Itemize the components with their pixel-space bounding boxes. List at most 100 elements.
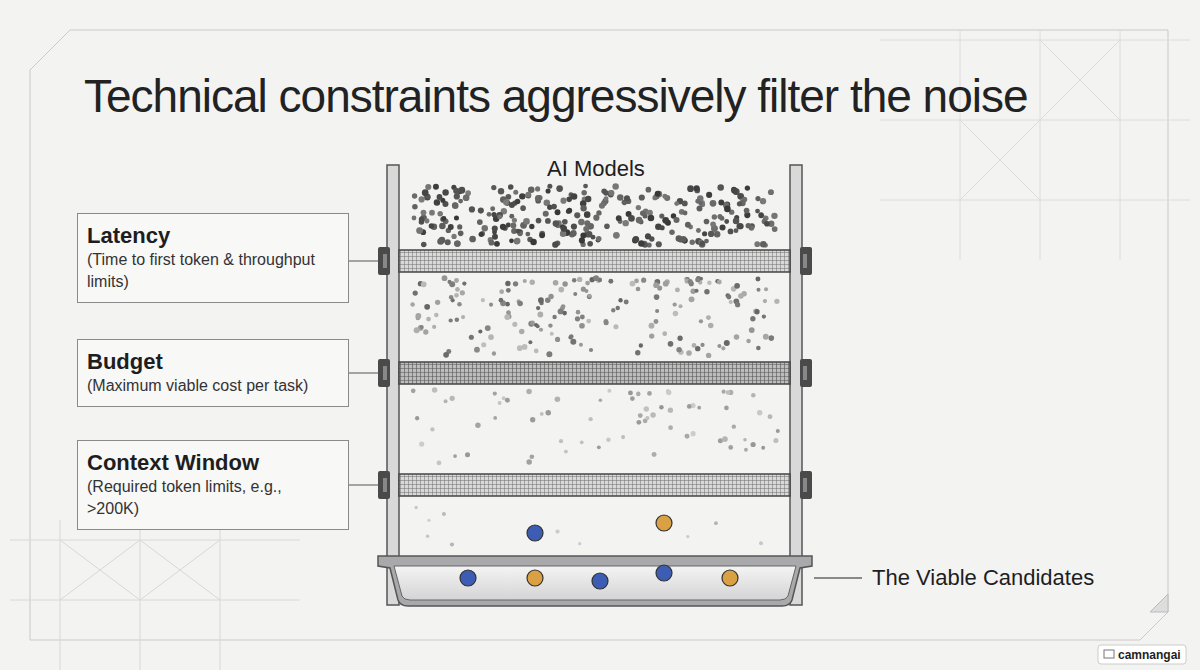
model-dot [481, 342, 486, 347]
candidate-dot [722, 570, 738, 586]
model-dot [674, 201, 679, 206]
model-dot [485, 325, 491, 331]
model-dot [523, 218, 530, 225]
model-dot [724, 340, 730, 346]
model-dot [585, 196, 591, 202]
model-dot [509, 238, 514, 243]
model-dot [708, 323, 714, 329]
model-dot [574, 212, 580, 218]
model-dot [762, 314, 766, 318]
model-dot [433, 184, 439, 190]
model-dot [494, 241, 500, 247]
model-dot [411, 388, 416, 393]
model-dot [462, 281, 466, 285]
model-dot [455, 287, 460, 292]
model-dot [706, 192, 712, 198]
model-dot [728, 229, 734, 235]
model-dot [697, 406, 701, 410]
model-dot [721, 346, 725, 350]
model-dot [412, 204, 418, 210]
model-dot [706, 353, 711, 358]
model-dot [687, 404, 692, 409]
model-dot [441, 216, 446, 221]
model-dot [621, 435, 625, 439]
model-dot [738, 223, 744, 229]
model-dot [498, 188, 504, 194]
model-dot [717, 280, 722, 285]
model-dot [460, 290, 465, 295]
model-dot [497, 215, 502, 220]
model-dot [724, 219, 729, 224]
model-dot [649, 333, 654, 338]
model-dot [690, 239, 695, 244]
model-dot [707, 280, 712, 285]
model-dot [638, 413, 643, 418]
model-dot [515, 199, 521, 205]
model-dot [442, 512, 446, 516]
watermark-icon [1104, 650, 1114, 658]
model-dot [569, 334, 573, 338]
model-dot [612, 183, 618, 189]
filter-bar [378, 247, 812, 275]
model-dot [506, 194, 512, 200]
model-dot [571, 193, 578, 200]
model-dot [451, 234, 456, 239]
model-dot [768, 414, 773, 419]
model-dot [646, 187, 652, 193]
model-dot [564, 450, 568, 454]
model-dot [424, 218, 429, 223]
model-dot [597, 445, 601, 449]
model-dot [556, 185, 563, 192]
model-dot [432, 325, 436, 329]
model-dot [668, 341, 674, 347]
model-dot [647, 210, 653, 216]
model-dot [576, 310, 581, 315]
model-dot [640, 211, 645, 216]
model-dot [650, 412, 655, 417]
model-dot [474, 347, 480, 353]
model-dot [575, 316, 580, 321]
model-dot [490, 206, 495, 211]
model-dot [552, 315, 556, 319]
model-dot [452, 203, 458, 209]
filter-bar [378, 359, 812, 387]
model-dot [722, 390, 726, 394]
model-dot [583, 226, 589, 232]
model-dot [695, 289, 699, 293]
model-dot [745, 185, 750, 190]
model-dot [757, 410, 762, 415]
model-dot [539, 232, 545, 238]
model-dot [578, 219, 585, 226]
model-dot [751, 442, 756, 447]
model-dot [442, 275, 448, 281]
model-dot [488, 334, 494, 340]
model-dot [415, 313, 421, 319]
model-dot [510, 223, 516, 229]
model-dot [553, 220, 560, 227]
model-dot [675, 287, 680, 292]
model-dot [756, 288, 760, 292]
model-dot [416, 227, 423, 234]
model-dot [487, 212, 492, 217]
model-dot [654, 294, 660, 300]
model-dot [449, 318, 453, 322]
model-dot [584, 220, 590, 226]
model-dot [539, 328, 543, 332]
model-dot [551, 204, 557, 210]
model-dot [759, 541, 763, 545]
model-dot [469, 236, 476, 243]
model-dot [685, 222, 691, 228]
model-dot [414, 327, 420, 333]
model-dot [536, 218, 542, 224]
model-dot [704, 289, 709, 294]
model-dot [500, 224, 506, 230]
model-dot [536, 306, 540, 310]
model-dot [513, 190, 518, 195]
model-dot [448, 224, 454, 230]
model-dot [710, 221, 716, 227]
model-dot [529, 224, 534, 229]
model-dot [659, 213, 664, 218]
model-dot [537, 312, 543, 318]
model-dot [442, 189, 448, 195]
model-dot [519, 329, 524, 334]
